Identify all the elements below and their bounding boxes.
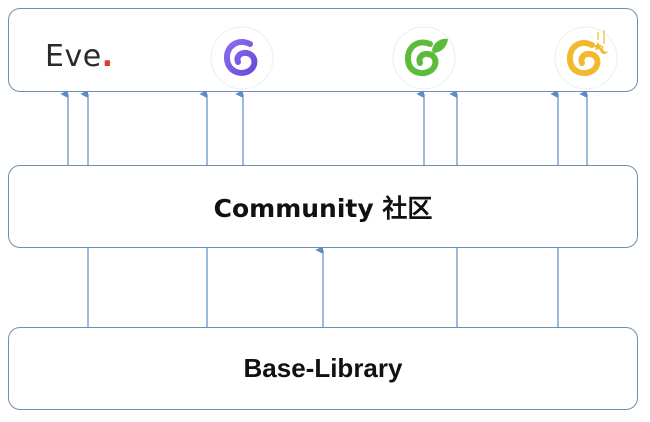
yellow-g-star-logo-icon [554, 26, 618, 90]
eve-logo-dot: . [101, 39, 114, 74]
base-library-label: Base-Library [243, 353, 403, 383]
community-box: Community 社区 [8, 165, 638, 248]
eve-logo-text: Eve [45, 39, 102, 74]
base-library-box: Base-Library [8, 327, 638, 410]
eve-logo: Eve. [45, 39, 114, 74]
community-label: Community 社区 [213, 193, 433, 223]
products-box: Eve. [8, 8, 638, 92]
purple-g-logo-icon [210, 26, 274, 90]
green-g-leaf-logo-icon [392, 26, 456, 90]
